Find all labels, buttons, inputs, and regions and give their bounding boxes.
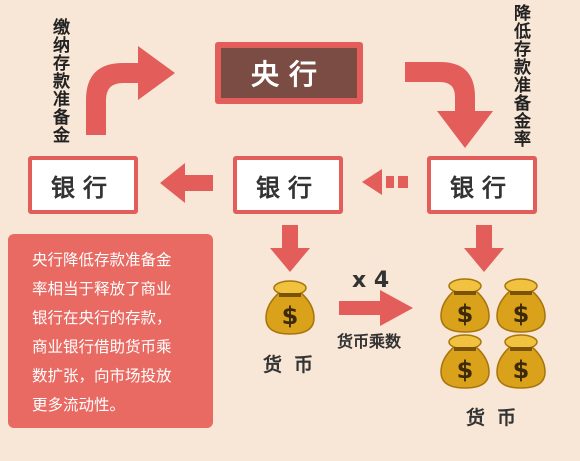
multiplier-value: x 4 [352,268,390,293]
dollar-sign: $ [513,356,530,384]
money-bag-small-icon: $ [265,280,315,335]
arrow-bank-to-bank-left [160,163,213,203]
bank-label: 银行 [51,173,115,202]
note-line: 银行在央行的存款， [32,309,172,327]
dollar-sign: $ [457,300,474,328]
money-bag-large-3-icon: $ [440,334,490,389]
money-label-large: 货币 [466,407,529,429]
arrow-bank-to-bank-dashed [362,169,408,195]
bank-box-right: 银行 [427,156,537,214]
money-bag-large-2-icon: $ [496,278,546,333]
money-bag-large-4-icon: $ [496,334,546,389]
bank-label: 银行 [256,173,320,202]
note-line: 更多流动性。 [32,396,126,414]
label-lower-reserve-ratio: 降低存款准备金率 [510,4,530,148]
label-pay-reserve: 缴纳存款准备金 [49,18,69,144]
note-line: 率相当于释放了商业 [32,280,172,298]
money-label-small: 货币 [263,354,326,376]
bank-box-middle: 银行 [233,156,343,214]
note-line: 商业银行借助货币乘 [32,338,172,356]
arrow-multiplier [339,290,413,326]
arrow-down-large-money [464,225,504,272]
arrow-right-down [405,62,493,148]
dollar-sign: $ [282,302,299,330]
money-bag-large-1-icon: $ [440,278,490,333]
arrow-down-small-money [270,225,310,272]
bank-box-left: 银行 [28,156,138,214]
central-bank-box: 央行 [215,42,363,104]
multiplier-label: 货币乘数 [337,332,402,351]
explanation-note: 央行降低存款准备金 率相当于释放了商业 银行在央行的存款， 商业银行借助货币乘 … [8,234,213,428]
dollar-sign: $ [457,356,474,384]
note-line: 央行降低存款准备金 [32,251,172,269]
note-line: 数扩张，向市场投放 [32,367,172,385]
central-bank-label: 央行 [221,48,357,98]
arrow-left-up-right [86,46,175,135]
bank-label: 银行 [450,173,514,202]
dollar-sign: $ [513,300,530,328]
